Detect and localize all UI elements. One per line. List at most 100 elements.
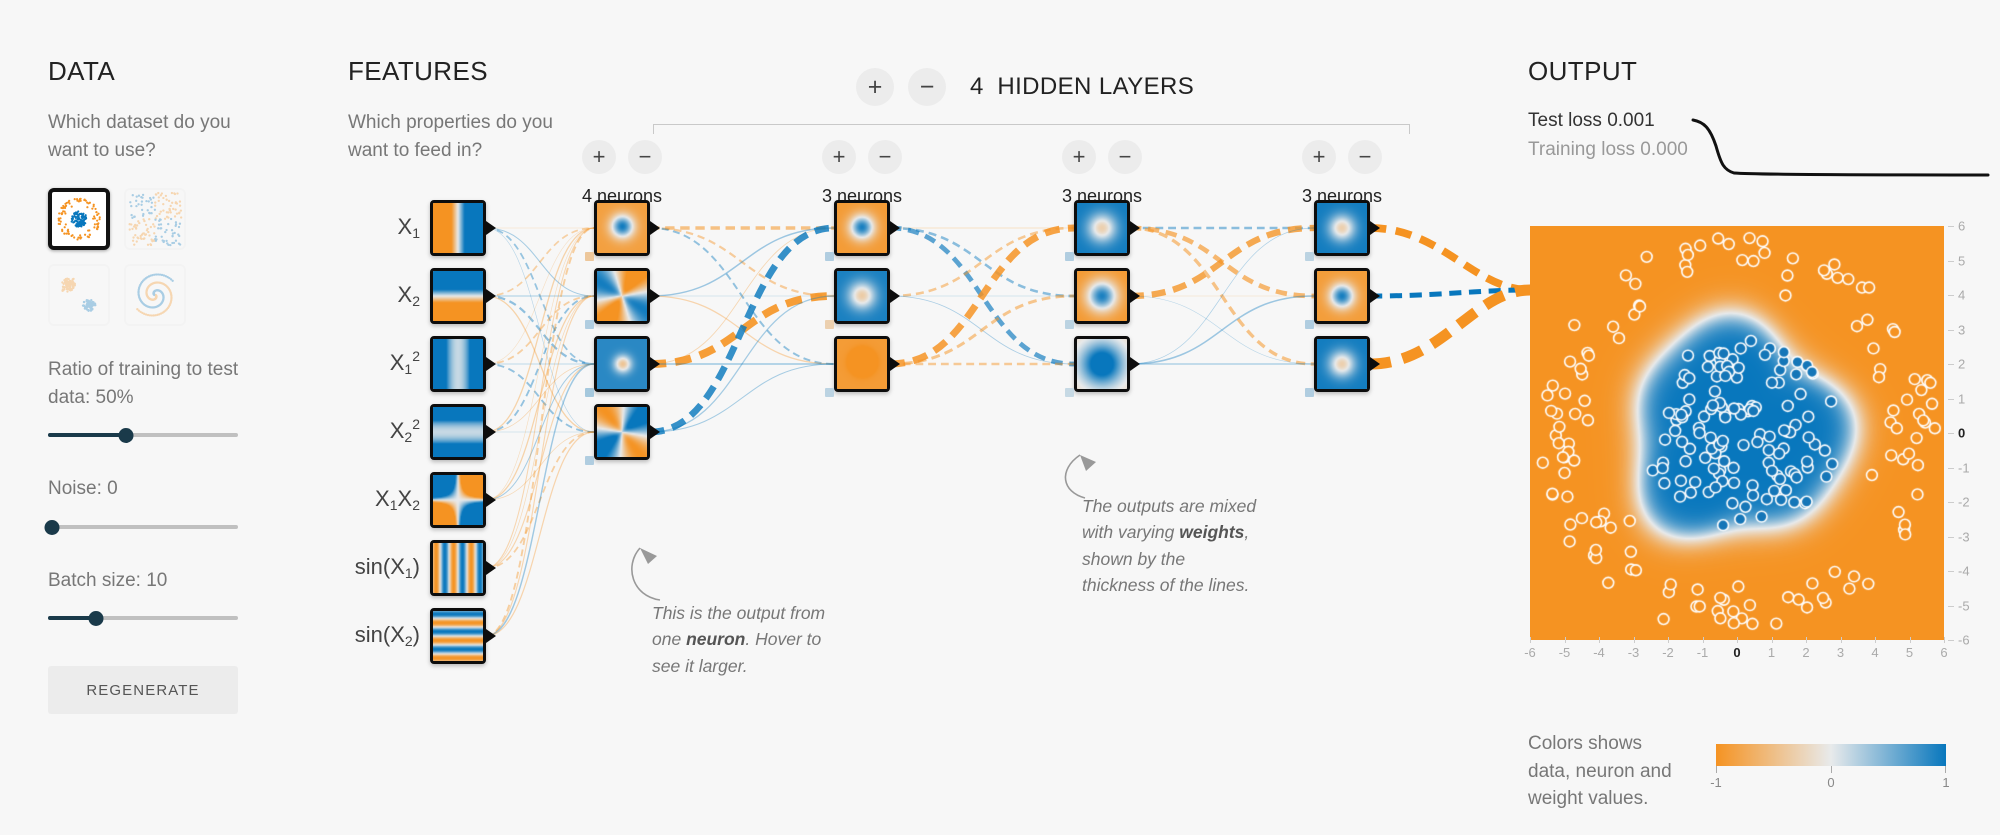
remove-layer-button[interactable]: − <box>908 68 946 106</box>
hidden-node-l3-n2-bias[interactable] <box>1065 320 1074 329</box>
link-l4n0-to-output[interactable] <box>1369 224 1531 294</box>
hidden-node-l4-n3-bias[interactable] <box>1305 388 1314 397</box>
hidden-node-l3-n3-bias[interactable] <box>1065 388 1074 397</box>
hidden-node-l3-n1[interactable] <box>1074 200 1130 256</box>
add-neuron-button-layer-4[interactable]: + <box>1302 140 1336 174</box>
feature-node-0[interactable] <box>430 200 486 256</box>
hidden-node-l4-n2-bias[interactable] <box>1305 320 1314 329</box>
link-l2n2-to-l3n0[interactable] <box>889 224 1075 368</box>
hidden-node-l1-n4[interactable] <box>594 404 650 460</box>
link-input-3-to-l1n0[interactable] <box>485 227 595 433</box>
add-neuron-button-layer-2[interactable]: + <box>822 140 856 174</box>
batch-slider[interactable] <box>48 608 238 628</box>
link-l2n0-to-l3n1[interactable] <box>889 226 1075 298</box>
hidden-node-l1-n2[interactable] <box>594 268 650 324</box>
link-l3n1-to-l4n2[interactable] <box>1129 295 1315 365</box>
link-input-4-to-l1n2[interactable] <box>485 363 595 501</box>
link-input-5-to-l1n3[interactable] <box>485 431 595 569</box>
link-l3n1-to-l4n0[interactable] <box>1129 224 1315 300</box>
feature-node-3[interactable] <box>430 404 486 460</box>
hidden-node-l1-n1-bias[interactable] <box>585 252 594 261</box>
hidden-node-l4-n1-bias[interactable] <box>1305 252 1314 261</box>
remove-neuron-button-layer-1[interactable]: − <box>628 140 662 174</box>
link-input-1-to-l1n0[interactable] <box>485 227 595 297</box>
link-input-0-to-l1n1[interactable] <box>485 227 595 297</box>
link-l2n0-to-l3n2[interactable] <box>889 225 1075 367</box>
link-input-4-to-l1n0[interactable] <box>485 227 595 501</box>
hidden-node-l3-n1-bias[interactable] <box>1065 252 1074 261</box>
link-input-1-to-l1n2[interactable] <box>485 294 595 366</box>
link-l1n3-to-l2n0[interactable] <box>649 224 835 436</box>
remove-neuron-button-layer-3[interactable]: − <box>1108 140 1142 174</box>
remove-neuron-button-layer-4[interactable]: − <box>1348 140 1382 174</box>
link-l4n2-to-output[interactable] <box>1369 284 1531 370</box>
link-l4n1-to-output[interactable] <box>1369 287 1531 299</box>
hidden-node-l4-n3[interactable] <box>1314 336 1370 392</box>
link-l1n2-to-l2n1[interactable] <box>649 292 835 368</box>
hidden-node-l4-n1[interactable] <box>1314 200 1370 256</box>
link-l1n0-to-l2n2[interactable] <box>649 227 835 365</box>
hidden-node-l2-n3[interactable] <box>834 336 890 392</box>
remove-neuron-button-layer-2[interactable]: − <box>868 140 902 174</box>
link-input-3-to-l1n1[interactable] <box>485 295 595 433</box>
link-l1n1-to-l2n0[interactable] <box>649 227 835 297</box>
link-l3n0-to-l4n2[interactable] <box>1129 226 1315 366</box>
hidden-node-l2-n2[interactable] <box>834 268 890 324</box>
link-input-2-to-l1n1[interactable] <box>485 295 595 365</box>
link-l1n0-to-l2n1[interactable] <box>649 226 835 298</box>
link-l1n2-to-l2n0[interactable] <box>649 227 835 365</box>
link-l2n1-to-l3n0[interactable] <box>889 226 1075 298</box>
link-input-4-to-l1n1[interactable] <box>485 295 595 501</box>
hidden-node-l3-n2[interactable] <box>1074 268 1130 324</box>
hidden-node-l1-n3-bias[interactable] <box>585 388 594 397</box>
link-l1n3-to-l2n1[interactable] <box>649 295 835 433</box>
hidden-node-l1-n2-bias[interactable] <box>585 320 594 329</box>
link-l3n0-to-l4n1[interactable] <box>1129 225 1315 299</box>
link-input-2-to-l1n3[interactable] <box>485 363 595 433</box>
regenerate-button[interactable]: REGENERATE <box>48 666 238 715</box>
link-input-2-to-l1n0[interactable] <box>485 227 595 365</box>
add-layer-button[interactable]: + <box>856 68 894 106</box>
link-input-5-to-l1n2[interactable] <box>485 363 595 569</box>
link-l2n2-to-l3n1[interactable] <box>889 294 1075 366</box>
feature-node-1[interactable] <box>430 268 486 324</box>
hidden-node-l1-n3[interactable] <box>594 336 650 392</box>
hidden-node-l2-n3-bias[interactable] <box>825 388 834 397</box>
ratio-slider-knob[interactable] <box>118 428 134 444</box>
feature-node-4[interactable] <box>430 472 486 528</box>
hidden-node-l3-n3[interactable] <box>1074 336 1130 392</box>
dataset-exclusive-or[interactable] <box>124 188 186 251</box>
hidden-node-l1-n1[interactable] <box>594 200 650 256</box>
link-input-6-to-l1n1[interactable] <box>485 295 595 637</box>
link-input-0-to-l1n3[interactable] <box>485 227 595 433</box>
batch-slider-knob[interactable] <box>88 611 103 627</box>
link-l1n1-to-l2n2[interactable] <box>649 295 835 365</box>
dataset-circle[interactable] <box>48 188 110 251</box>
hidden-node-l2-n2-bias[interactable] <box>825 320 834 329</box>
feature-node-6[interactable] <box>430 608 486 664</box>
ratio-slider[interactable] <box>48 425 238 445</box>
link-input-6-to-l1n3[interactable] <box>485 431 595 637</box>
link-input-1-to-l1n3[interactable] <box>485 295 595 433</box>
link-input-6-to-l1n2[interactable] <box>485 363 595 637</box>
hidden-node-l2-n1[interactable] <box>834 200 890 256</box>
dataset-spiral[interactable] <box>124 264 186 327</box>
link-input-6-to-l1n0[interactable] <box>485 227 595 637</box>
add-neuron-button-layer-3[interactable]: + <box>1062 140 1096 174</box>
link-l1n3-to-l2n2[interactable] <box>649 363 835 433</box>
hidden-node-l4-n2[interactable] <box>1314 268 1370 324</box>
noise-slider[interactable] <box>44 517 238 537</box>
noise-slider-knob[interactable] <box>44 519 60 535</box>
dataset-gaussian[interactable] <box>48 264 110 327</box>
hidden-node-l2-n1-bias[interactable] <box>825 252 834 261</box>
link-input-0-to-l1n2[interactable] <box>485 227 595 365</box>
link-input-3-to-l1n2[interactable] <box>485 363 595 433</box>
link-l2n1-to-l3n2[interactable] <box>889 295 1075 365</box>
link-l3n2-to-l4n1[interactable] <box>1129 295 1315 365</box>
feature-node-2[interactable] <box>430 336 486 392</box>
link-input-5-to-l1n0[interactable] <box>485 227 595 569</box>
link-input-5-to-l1n1[interactable] <box>485 295 595 569</box>
link-l3n2-to-l4n0[interactable] <box>1129 227 1315 365</box>
add-neuron-button-layer-1[interactable]: + <box>582 140 616 174</box>
feature-node-5[interactable] <box>430 540 486 596</box>
